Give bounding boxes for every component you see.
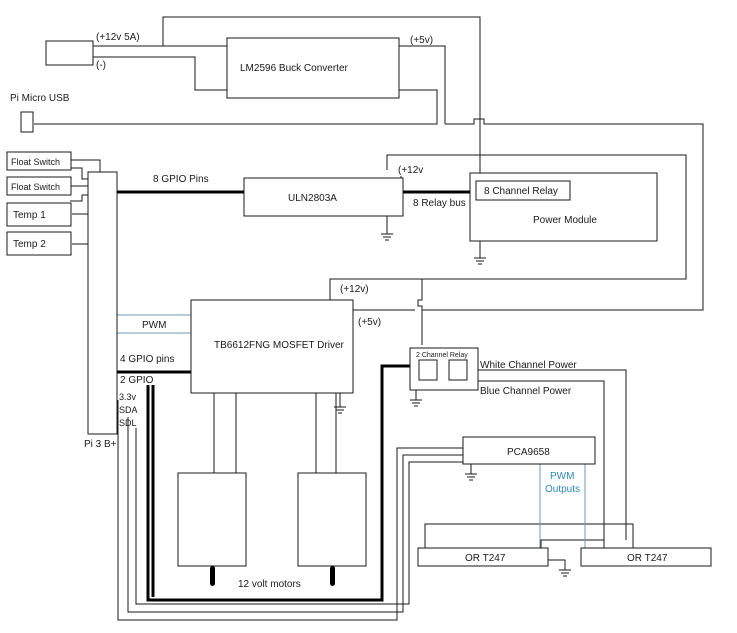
dc-jack-neg-label: (-) [96,60,106,71]
tb-label: TB6612FNG MOSFET Driver [214,340,345,351]
ground-icon [410,399,422,407]
dc-jack [45,40,94,66]
ort247-1-label: OR T247 [465,553,506,564]
ground-symbols [334,233,571,577]
float-switch-1-label: Float Switch [11,157,60,167]
raspberry-pi [87,171,118,435]
temp-2 [6,231,72,256]
gpio8-label: 8 GPIO Pins [153,174,209,185]
pwm-label: PWM [142,320,166,331]
gpio2-label: 2 GPIO [120,375,154,386]
ort247-2 [580,547,712,567]
plus5-mid-label: (+5v) [358,317,381,328]
ort247-1 [417,547,549,567]
motor-2 [297,472,367,567]
blue-wires [117,314,586,548]
ground-icon [381,233,393,241]
sdl-label: SDL [119,418,137,428]
ground-icon [334,406,346,414]
uln2803a [243,177,404,217]
pi-micro-usb [20,111,34,133]
pca9658 [462,436,596,465]
pwm-outputs-label-2: Outputs [545,484,580,495]
tb6612-driver [190,299,354,394]
plus12-mid-label: (+12v) [340,284,369,295]
float-switch-2-label: Float Switch [11,182,60,192]
pi-label: Pi 3 B+ [84,439,117,450]
relay-bus-label: 8 Relay bus [413,198,466,209]
power-module-label: Power Module [533,215,597,226]
gpio4-label: 4 GPIO pins [120,354,174,365]
relay8-label: 8 Channel Relay [484,186,558,197]
thin-wires [34,16,704,621]
ort247-2-label: OR T247 [627,553,668,564]
buck-converter [226,37,400,99]
pca-label: PCA9658 [507,447,550,458]
ground-icon [559,569,571,577]
relay-2ch-slot-1 [418,359,438,381]
pwm-outputs-label-1: PWM [550,471,574,482]
sda-label: SDA [119,405,138,415]
motor-1-shaft [210,566,215,586]
v33-label: 3.3v [119,392,137,402]
float-switch-1 [6,151,72,171]
relay2-label: 2 Channel Relay [416,352,468,359]
temp-2-label: Temp 2 [13,239,46,250]
uln-label: ULN2803A [288,193,337,204]
buck-out-label: (+5v) [410,35,433,46]
temp-1-label: Temp 1 [13,210,46,221]
relay-2ch-slot-2 [448,359,468,381]
motors-label: 12 volt motors [238,579,301,590]
white-power-label: White Channel Power [480,360,577,371]
pi-usb-label: Pi Micro USB [10,93,70,104]
ground-icon [465,473,477,481]
ground-icon [474,257,486,265]
float-switch-2 [6,176,72,196]
plus12-top-label: (+12v [398,165,423,176]
temp-1 [6,202,72,227]
dc-jack-label: (+12v 5A) [96,32,140,43]
motor-2-shaft [330,566,335,586]
thick-wires [117,190,476,602]
motor-1 [177,472,247,567]
blue-power-label: Blue Channel Power [480,386,572,397]
relay-8ch [475,180,571,201]
buck-label: LM2596 Buck Converter [240,63,349,74]
